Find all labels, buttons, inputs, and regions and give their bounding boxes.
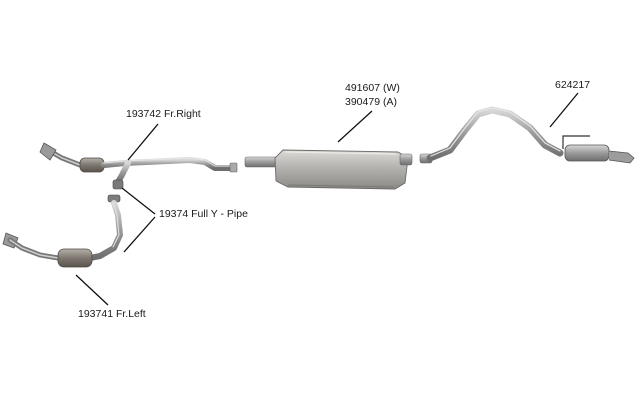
front-left-catalytic-converter	[2, 232, 93, 268]
label-muffler-w: 491607 (W)	[345, 82, 400, 94]
tailpipe	[419, 106, 635, 164]
leader-line-y-pipe-upper	[121, 187, 156, 215]
label-y-pipe: 19374 Full Y - Pipe	[159, 208, 248, 220]
leader-line-tailpipe	[549, 92, 579, 128]
leader-line-fr-right	[127, 123, 159, 161]
label-muffler-a: 390479 (A)	[345, 96, 397, 108]
label-front-right-cat: 193742 Fr.Right	[126, 108, 201, 120]
front-right-catalytic-converter	[39, 142, 238, 173]
leader-line-muffler	[337, 110, 373, 143]
leader-line-fr-left	[75, 274, 109, 306]
label-tailpipe: 624217	[555, 79, 591, 91]
muffler	[244, 149, 413, 190]
y-pipe	[87, 160, 131, 261]
leader-line-y-pipe-lower	[123, 216, 156, 253]
label-front-left-cat: 193741 Fr.Left	[78, 308, 146, 320]
